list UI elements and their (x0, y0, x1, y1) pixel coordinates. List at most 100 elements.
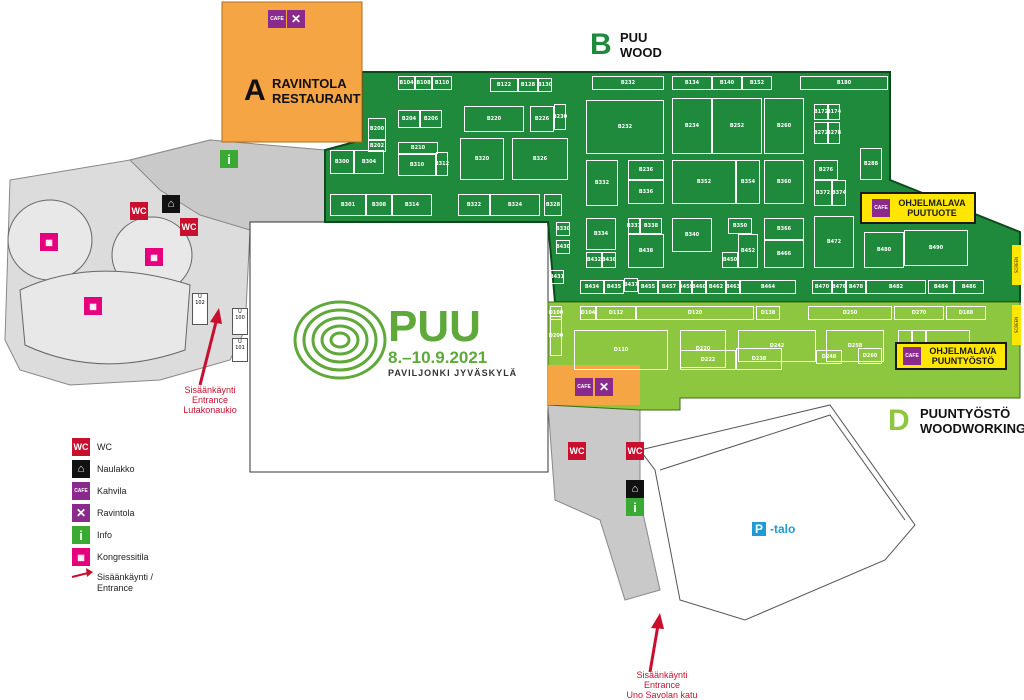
booth-b104[interactable]: B104 (398, 76, 415, 90)
booth-b300[interactable]: B300 (330, 150, 354, 174)
booth-b472[interactable]: B472 (814, 216, 854, 268)
booth-b482[interactable]: B482 (866, 280, 926, 294)
info-icon-top[interactable]: i (220, 150, 238, 168)
booth-b232[interactable]: B232 (592, 76, 664, 90)
booth-b272[interactable]: B272 (814, 122, 828, 144)
booth-b324[interactable]: B324 (490, 194, 540, 216)
booth-b128[interactable]: B128 (518, 78, 538, 92)
restaurant-icon[interactable]: ✕ (287, 10, 305, 28)
wc-icon-3[interactable]: WC (568, 442, 586, 460)
booth-b174[interactable]: B174 (827, 104, 841, 120)
booth-b354[interactable]: B354 (736, 160, 760, 204)
booth-d104[interactable]: D104 (580, 306, 596, 320)
booth-b308[interactable]: B308 (366, 194, 392, 216)
booth-b122[interactable]: B122 (490, 78, 518, 92)
booth-b140[interactable]: B140 (712, 76, 742, 90)
booth-b372[interactable]: B372 (814, 180, 832, 206)
booth-b234[interactable]: B234 (672, 98, 712, 154)
booth-b374[interactable]: B374 (832, 180, 846, 206)
booth-b304[interactable]: B304 (354, 150, 384, 174)
booth-b457[interactable]: B457 (658, 280, 680, 294)
booth-b460[interactable]: B460 (692, 280, 706, 294)
booth-b366[interactable]: B366 (764, 218, 804, 240)
booth-b252[interactable]: B252 (712, 98, 762, 154)
booth-b430[interactable]: B430 (556, 240, 570, 254)
booth-b450[interactable]: B450 (722, 252, 738, 268)
booth-b320[interactable]: B320 (460, 138, 504, 180)
booth-b360[interactable]: B360 (764, 160, 804, 204)
booth-d112[interactable]: D112 (596, 306, 636, 320)
booth-b312[interactable]: B312 (435, 152, 449, 176)
booth-b330[interactable]: B330 (556, 222, 570, 236)
wc-icon-4[interactable]: WC (626, 442, 644, 460)
booth-b435[interactable]: B435 (604, 280, 624, 294)
booth-d120[interactable]: D120 (636, 306, 754, 320)
booth-b226[interactable]: B226 (530, 106, 554, 132)
booth-b490[interactable]: B490 (904, 230, 968, 266)
info-icon-bottom[interactable]: i (626, 498, 644, 516)
booth-d238[interactable]: D238 (736, 348, 782, 370)
booth-b459[interactable]: B459 (679, 280, 693, 294)
booth-b470[interactable]: B470 (812, 280, 832, 294)
booth-b220[interactable]: B220 (464, 106, 524, 132)
booth-b466[interactable]: B466 (764, 240, 804, 268)
booth-b340[interactable]: B340 (672, 218, 712, 252)
booth-b476[interactable]: B476 (832, 280, 846, 294)
booth-d260[interactable]: D260 (858, 348, 882, 364)
booth-d258[interactable]: D258 (826, 330, 884, 362)
booth-b204[interactable]: B204 (398, 110, 420, 128)
booth-d222[interactable]: D222 (680, 350, 736, 370)
booth-b110[interactable]: B110 (432, 76, 452, 90)
booth-b332[interactable]: B332 (586, 160, 618, 206)
booth-d110[interactable]: D110 (574, 330, 668, 370)
congress-icon-2[interactable]: ▦ (145, 248, 163, 266)
booth-b260[interactable]: B260 (764, 98, 804, 154)
booth-b437[interactable]: B437 (624, 278, 638, 292)
booth-b478[interactable]: B478 (846, 280, 866, 294)
booth-b314[interactable]: B314 (392, 194, 432, 216)
booth-b180[interactable]: B180 (800, 76, 888, 90)
booth-b438[interactable]: B438 (628, 234, 664, 268)
booth-b108[interactable]: B108 (415, 76, 432, 90)
wc-icon-1[interactable]: WC (130, 202, 148, 220)
booth-b337[interactable]: B337 (627, 218, 641, 234)
booth-d250[interactable]: D250 (808, 306, 892, 320)
booth-d200[interactable]: D200 (549, 316, 563, 356)
booth-d248[interactable]: D248 (816, 350, 842, 364)
congress-icon-1[interactable]: ▦ (40, 233, 58, 251)
booth-b172[interactable]: B172 (814, 104, 828, 120)
coat-icon-1[interactable]: ⌂ (162, 195, 180, 213)
booth-b202[interactable]: B202 (368, 140, 386, 152)
booth-b152[interactable]: B152 (742, 76, 772, 90)
booth-b288[interactable]: B288 (860, 148, 882, 180)
booth-b434[interactable]: B434 (580, 280, 604, 294)
booth-b338[interactable]: B338 (640, 218, 662, 234)
booth-d188[interactable]: D188 (946, 306, 986, 320)
restaurant-cafe-icon[interactable]: CAFE (268, 10, 286, 28)
booth-b336[interactable]: B336 (628, 180, 664, 204)
booth-d100[interactable]: D100 (549, 306, 563, 320)
booth-b334[interactable]: B334 (586, 218, 616, 250)
booth-b236[interactable]: B236 (628, 160, 664, 180)
booth-b278[interactable]: B278 (827, 122, 841, 144)
booth-b310[interactable]: B310 (398, 154, 436, 176)
booth-b210[interactable]: B210 (398, 142, 438, 154)
congress-icon-3[interactable]: ▦ (84, 297, 102, 315)
booth-b350[interactable]: B350 (728, 218, 752, 234)
booth-b464[interactable]: B464 (740, 280, 796, 294)
booth-b130[interactable]: B130 (538, 78, 552, 92)
booth-b230[interactable]: B230 (553, 104, 567, 130)
booth-b326[interactable]: B326 (512, 138, 568, 180)
booth-d138[interactable]: D138 (756, 306, 780, 320)
booth-b486[interactable]: B486 (954, 280, 984, 294)
booth-d242[interactable]: D242 (738, 330, 816, 362)
booth-b322[interactable]: B322 (458, 194, 490, 216)
wc-icon-2[interactable]: WC (180, 218, 198, 236)
booth-b206[interactable]: B206 (420, 110, 442, 128)
booth-b276[interactable]: B276 (814, 160, 838, 180)
booth-b431[interactable]: B431 (550, 270, 564, 284)
coat-icon-2[interactable]: ⌂ (626, 480, 644, 498)
booth-b436[interactable]: B436 (602, 252, 616, 268)
booth-b452[interactable]: B452 (738, 234, 758, 268)
